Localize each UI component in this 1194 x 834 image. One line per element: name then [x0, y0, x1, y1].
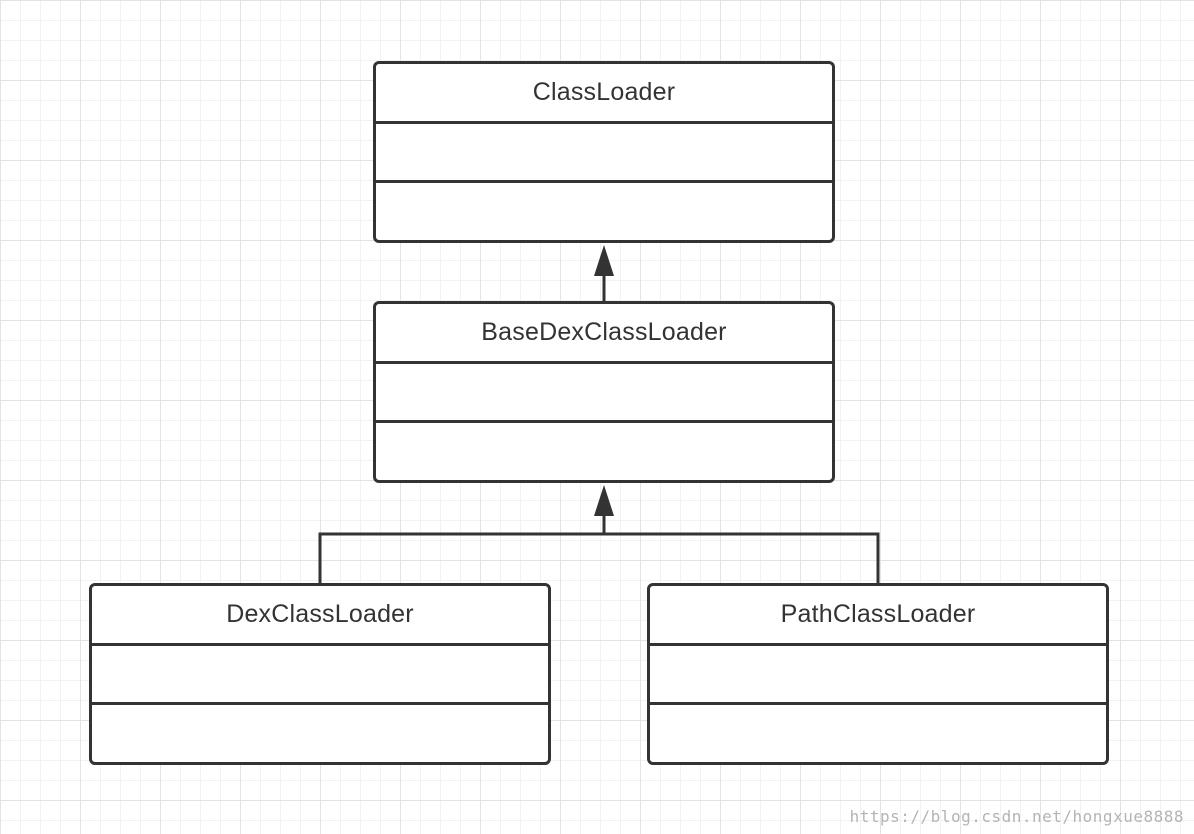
class-name: ClassLoader	[532, 77, 676, 106]
generalization-arrowhead-classloader	[594, 245, 614, 276]
class-box-classloader[interactable]: ClassLoader	[373, 61, 835, 243]
generalization-line-dex-to-basedex	[318, 532, 604, 583]
class-methods	[376, 420, 832, 480]
class-name: BaseDexClassLoader	[481, 317, 727, 346]
generalization-arrowhead-basedex	[594, 485, 614, 516]
class-attributes	[376, 360, 832, 421]
generalization-line-path-to-basedex	[604, 532, 880, 583]
class-name: DexClassLoader	[226, 599, 414, 628]
class-name: PathClassLoader	[780, 599, 976, 628]
class-box-pathclassloader[interactable]: PathClassLoader	[647, 583, 1109, 765]
class-attributes	[376, 120, 832, 181]
watermark-url: https://blog.csdn.net/hongxue8888	[849, 807, 1184, 826]
class-methods	[376, 180, 832, 240]
class-attributes	[650, 642, 1106, 703]
class-methods	[650, 702, 1106, 762]
class-box-basedexclassloader[interactable]: BaseDexClassLoader	[373, 301, 835, 483]
class-methods	[92, 702, 548, 762]
class-attributes	[92, 642, 548, 703]
class-box-dexclassloader[interactable]: DexClassLoader	[89, 583, 551, 765]
